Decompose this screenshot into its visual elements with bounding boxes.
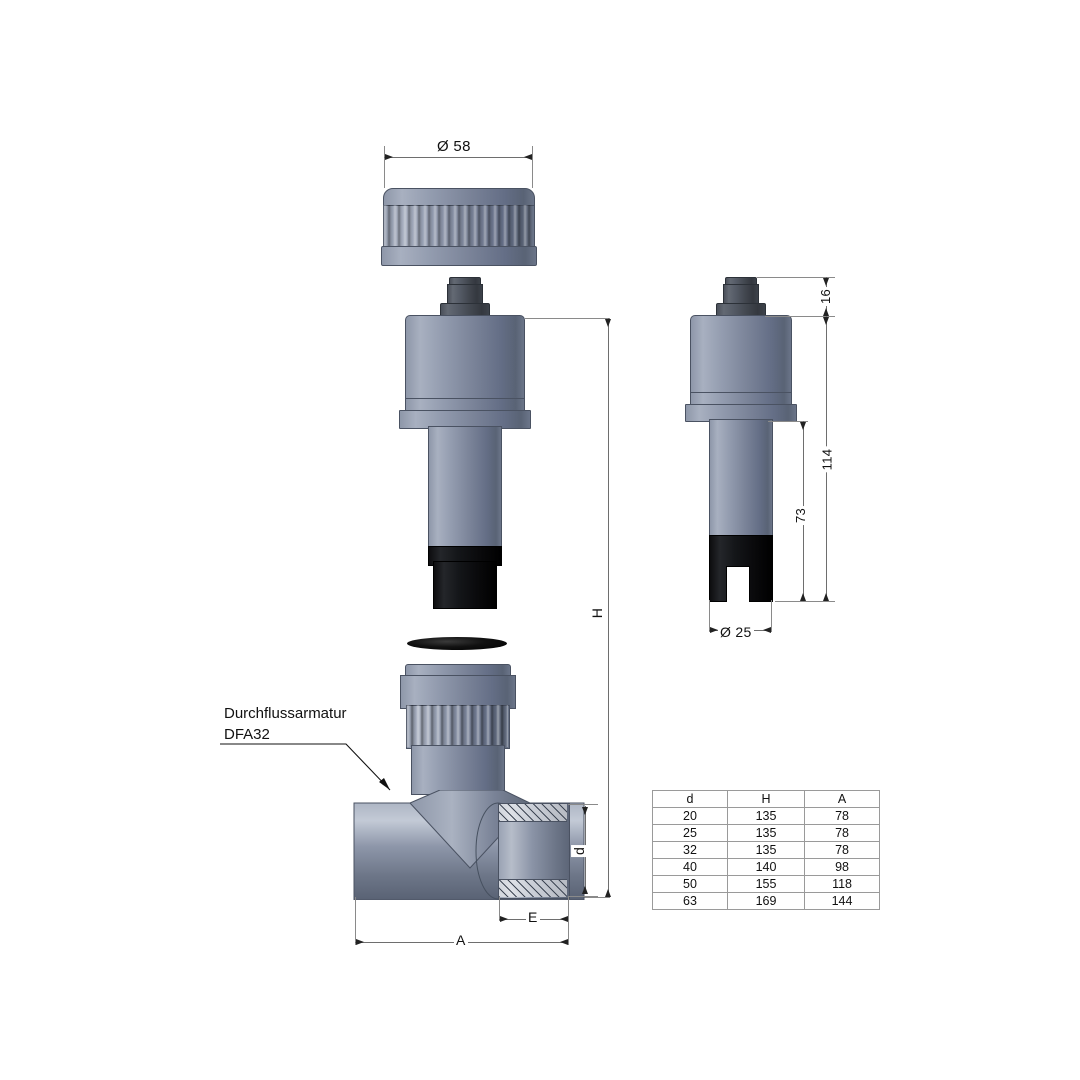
dim-height-total: H — [589, 605, 606, 621]
sensor2-head-body — [690, 315, 792, 400]
sensor2-tip-slot — [726, 566, 750, 602]
ext-line-d-top — [568, 804, 598, 805]
note-line-1: Durchflussarmatur — [224, 705, 347, 722]
leader-line — [220, 743, 391, 791]
union-nut-knurl-ribs — [406, 705, 508, 747]
arrow-16-top — [822, 278, 829, 286]
table-row: 32 135 78 — [652, 841, 880, 859]
cell-a: 144 — [804, 892, 880, 910]
ext-line-d-bottom — [568, 896, 598, 897]
cell-h: 135 — [726, 824, 806, 842]
dim-cap-diameter: Ø 58 — [435, 138, 473, 155]
tee-neck — [411, 745, 505, 795]
cell-d: 25 — [652, 824, 728, 842]
specification-table: d H A 20 135 78 25 135 78 32 135 78 40 — [652, 790, 880, 910]
ext-line-e-right — [568, 897, 569, 921]
arrow-cap-right — [524, 153, 532, 160]
cell-h: 140 — [726, 858, 806, 876]
cap-knurl-ribs — [383, 205, 533, 249]
table-header-a: A — [804, 790, 880, 808]
ext-line-114-bottom — [775, 601, 835, 602]
sensor2-shaft — [709, 419, 773, 538]
arrow-d-top — [581, 807, 588, 815]
table-row: 25 135 78 — [652, 824, 880, 842]
cell-h: 135 — [726, 841, 806, 859]
arrow-73-top — [799, 422, 806, 430]
arrow-e-right — [560, 915, 568, 922]
dim-line-h — [608, 318, 609, 897]
sensor-head-body — [405, 315, 525, 407]
ext-line-h-top — [525, 318, 610, 319]
ext-line-h-bottom — [560, 897, 610, 898]
table-row: 63 169 144 — [652, 892, 880, 910]
ext-line-73-top — [768, 421, 808, 422]
ext-line-e-left — [499, 897, 500, 921]
note-line-2: DFA32 — [224, 726, 270, 743]
ext-line-a-right — [568, 919, 569, 945]
ext-line-tip-left — [709, 600, 710, 632]
table-row: 50 155 118 — [652, 875, 880, 893]
table-row: 40 140 98 — [652, 858, 880, 876]
cell-h: 135 — [726, 807, 806, 825]
arrow-a-right — [560, 938, 568, 945]
ext-line-cap-left — [384, 146, 385, 188]
union-nut-knurl-band — [406, 705, 510, 749]
arrow-h-bottom — [604, 889, 611, 897]
part-label-note: Durchflussarmatur DFA32 — [224, 703, 347, 745]
ext-line-tip-right — [771, 600, 772, 632]
arrow-16-bottom — [822, 308, 829, 316]
arrow-e-left — [500, 915, 508, 922]
cell-h: 169 — [726, 892, 806, 910]
ext-line-16-bottom — [765, 316, 835, 317]
cell-a: 78 — [804, 807, 880, 825]
ext-line-16-top — [757, 277, 835, 278]
cap-knurl-band — [383, 205, 535, 251]
union-nut-upper-band — [400, 675, 516, 709]
cell-d: 40 — [652, 858, 728, 876]
dim-sensor-top: 16 — [818, 286, 834, 307]
dim-sensor-insert: 73 — [793, 505, 809, 526]
cell-a: 118 — [804, 875, 880, 893]
dim-pipe-diameter: d — [571, 844, 588, 858]
arrow-114-bottom — [822, 593, 829, 601]
cell-a: 78 — [804, 824, 880, 842]
cell-d: 20 — [652, 807, 728, 825]
table-header-d: d — [652, 790, 728, 808]
arrow-tip-left — [710, 626, 718, 633]
table-header-h: H — [726, 790, 806, 808]
arrow-d-bottom — [581, 886, 588, 894]
arrow-114-top — [822, 317, 829, 325]
dim-length-a: A — [454, 932, 468, 948]
ext-line-cap-right — [532, 146, 533, 188]
table-header-row: d H A — [652, 790, 880, 808]
o-ring-seal — [407, 637, 507, 650]
cell-d: 63 — [652, 892, 728, 910]
table-row: 20 135 78 — [652, 807, 880, 825]
arrow-cap-left — [385, 153, 393, 160]
arrow-h-top — [604, 319, 611, 327]
ext-line-a-left — [355, 897, 356, 945]
cell-h: 155 — [726, 875, 806, 893]
dim-length-e: E — [526, 909, 540, 925]
cell-d: 32 — [652, 841, 728, 859]
arrow-a-left — [356, 938, 364, 945]
tee-socket-hatch-top — [499, 804, 567, 822]
sensor-shaft — [428, 426, 502, 550]
cell-a: 98 — [804, 858, 880, 876]
arrow-73-bottom — [799, 593, 806, 601]
dim-sensor-overall: 114 — [819, 446, 835, 473]
cell-a: 78 — [804, 841, 880, 859]
cell-d: 50 — [652, 875, 728, 893]
arrow-tip-right — [763, 626, 771, 633]
cap-base-ring — [381, 246, 537, 266]
sensor-tip-black-lower — [433, 561, 497, 609]
dim-tip-diameter: Ø 25 — [718, 624, 754, 640]
dim-line-cap-diameter — [384, 157, 532, 158]
tee-socket-hatch-bottom — [499, 879, 567, 897]
